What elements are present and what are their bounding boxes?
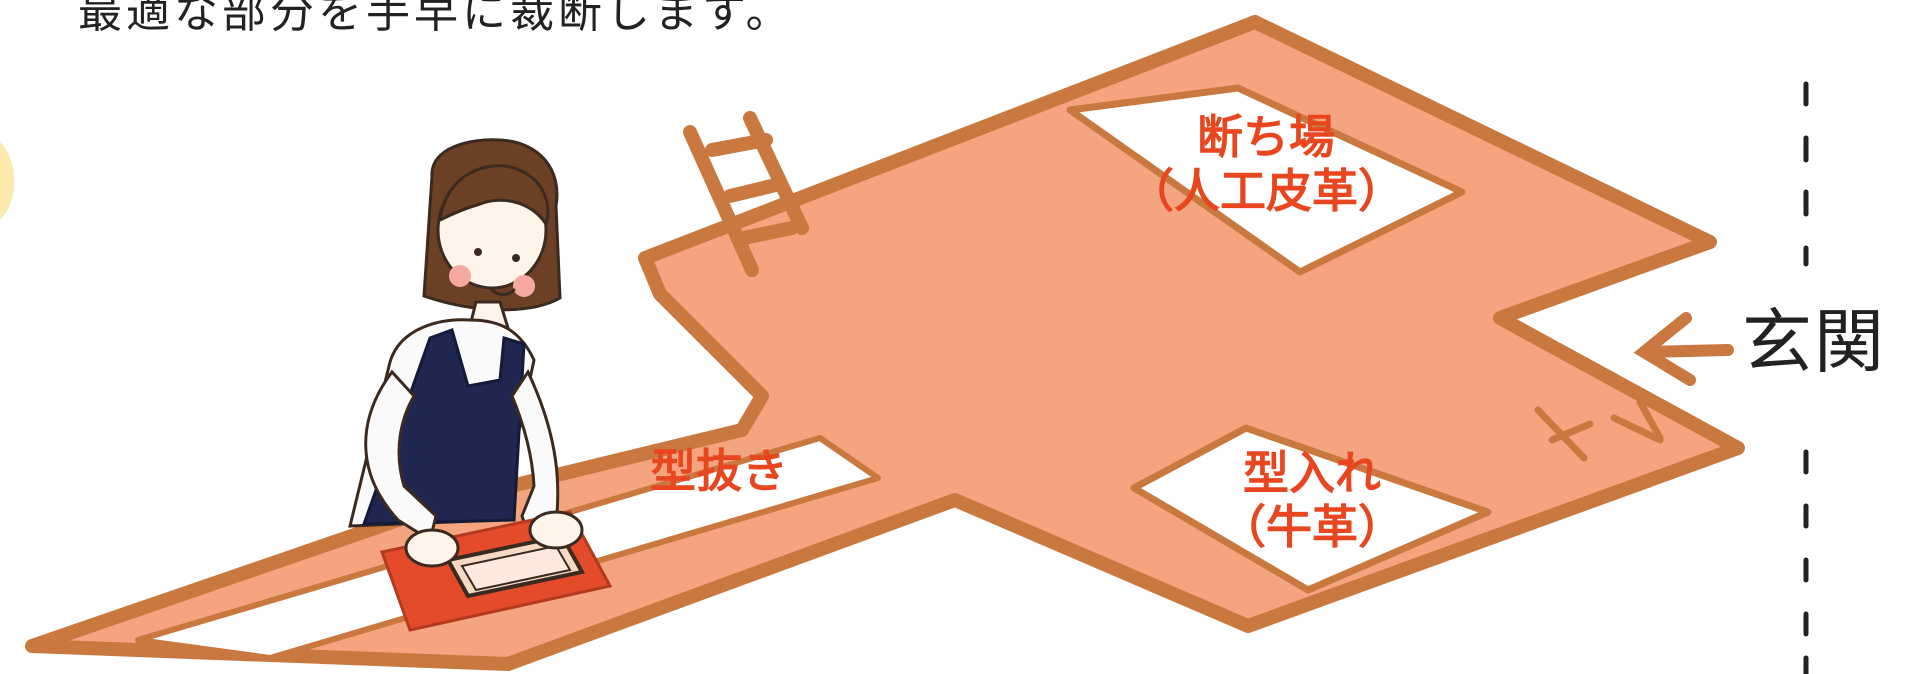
left-arrow-icon	[1633, 312, 1734, 386]
molding-area-material: （牛革）	[1220, 500, 1404, 554]
ladder-icon	[683, 111, 809, 277]
cutting-area-label: 断ち場 （人工皮革）	[1128, 110, 1404, 218]
worker-illustration	[348, 138, 613, 632]
cutting-area-material: （人工皮革）	[1128, 164, 1404, 218]
workshop-floor	[25, 15, 1745, 671]
cutting-area-title: 断ち場	[1197, 110, 1335, 164]
punching-area-label: 型抜き	[650, 444, 788, 498]
entrance-label: 玄関	[1742, 301, 1886, 383]
caption-text: 最適な部分を手早に裁断します。	[78, 0, 794, 38]
molding-area-title: 型入れ	[1243, 446, 1381, 500]
cutting-area-zone	[1066, 84, 1466, 276]
entrance-door-marks	[1534, 398, 1664, 462]
molding-area-zone	[1130, 424, 1492, 594]
molding-area-label: 型入れ （牛革）	[1220, 446, 1404, 554]
